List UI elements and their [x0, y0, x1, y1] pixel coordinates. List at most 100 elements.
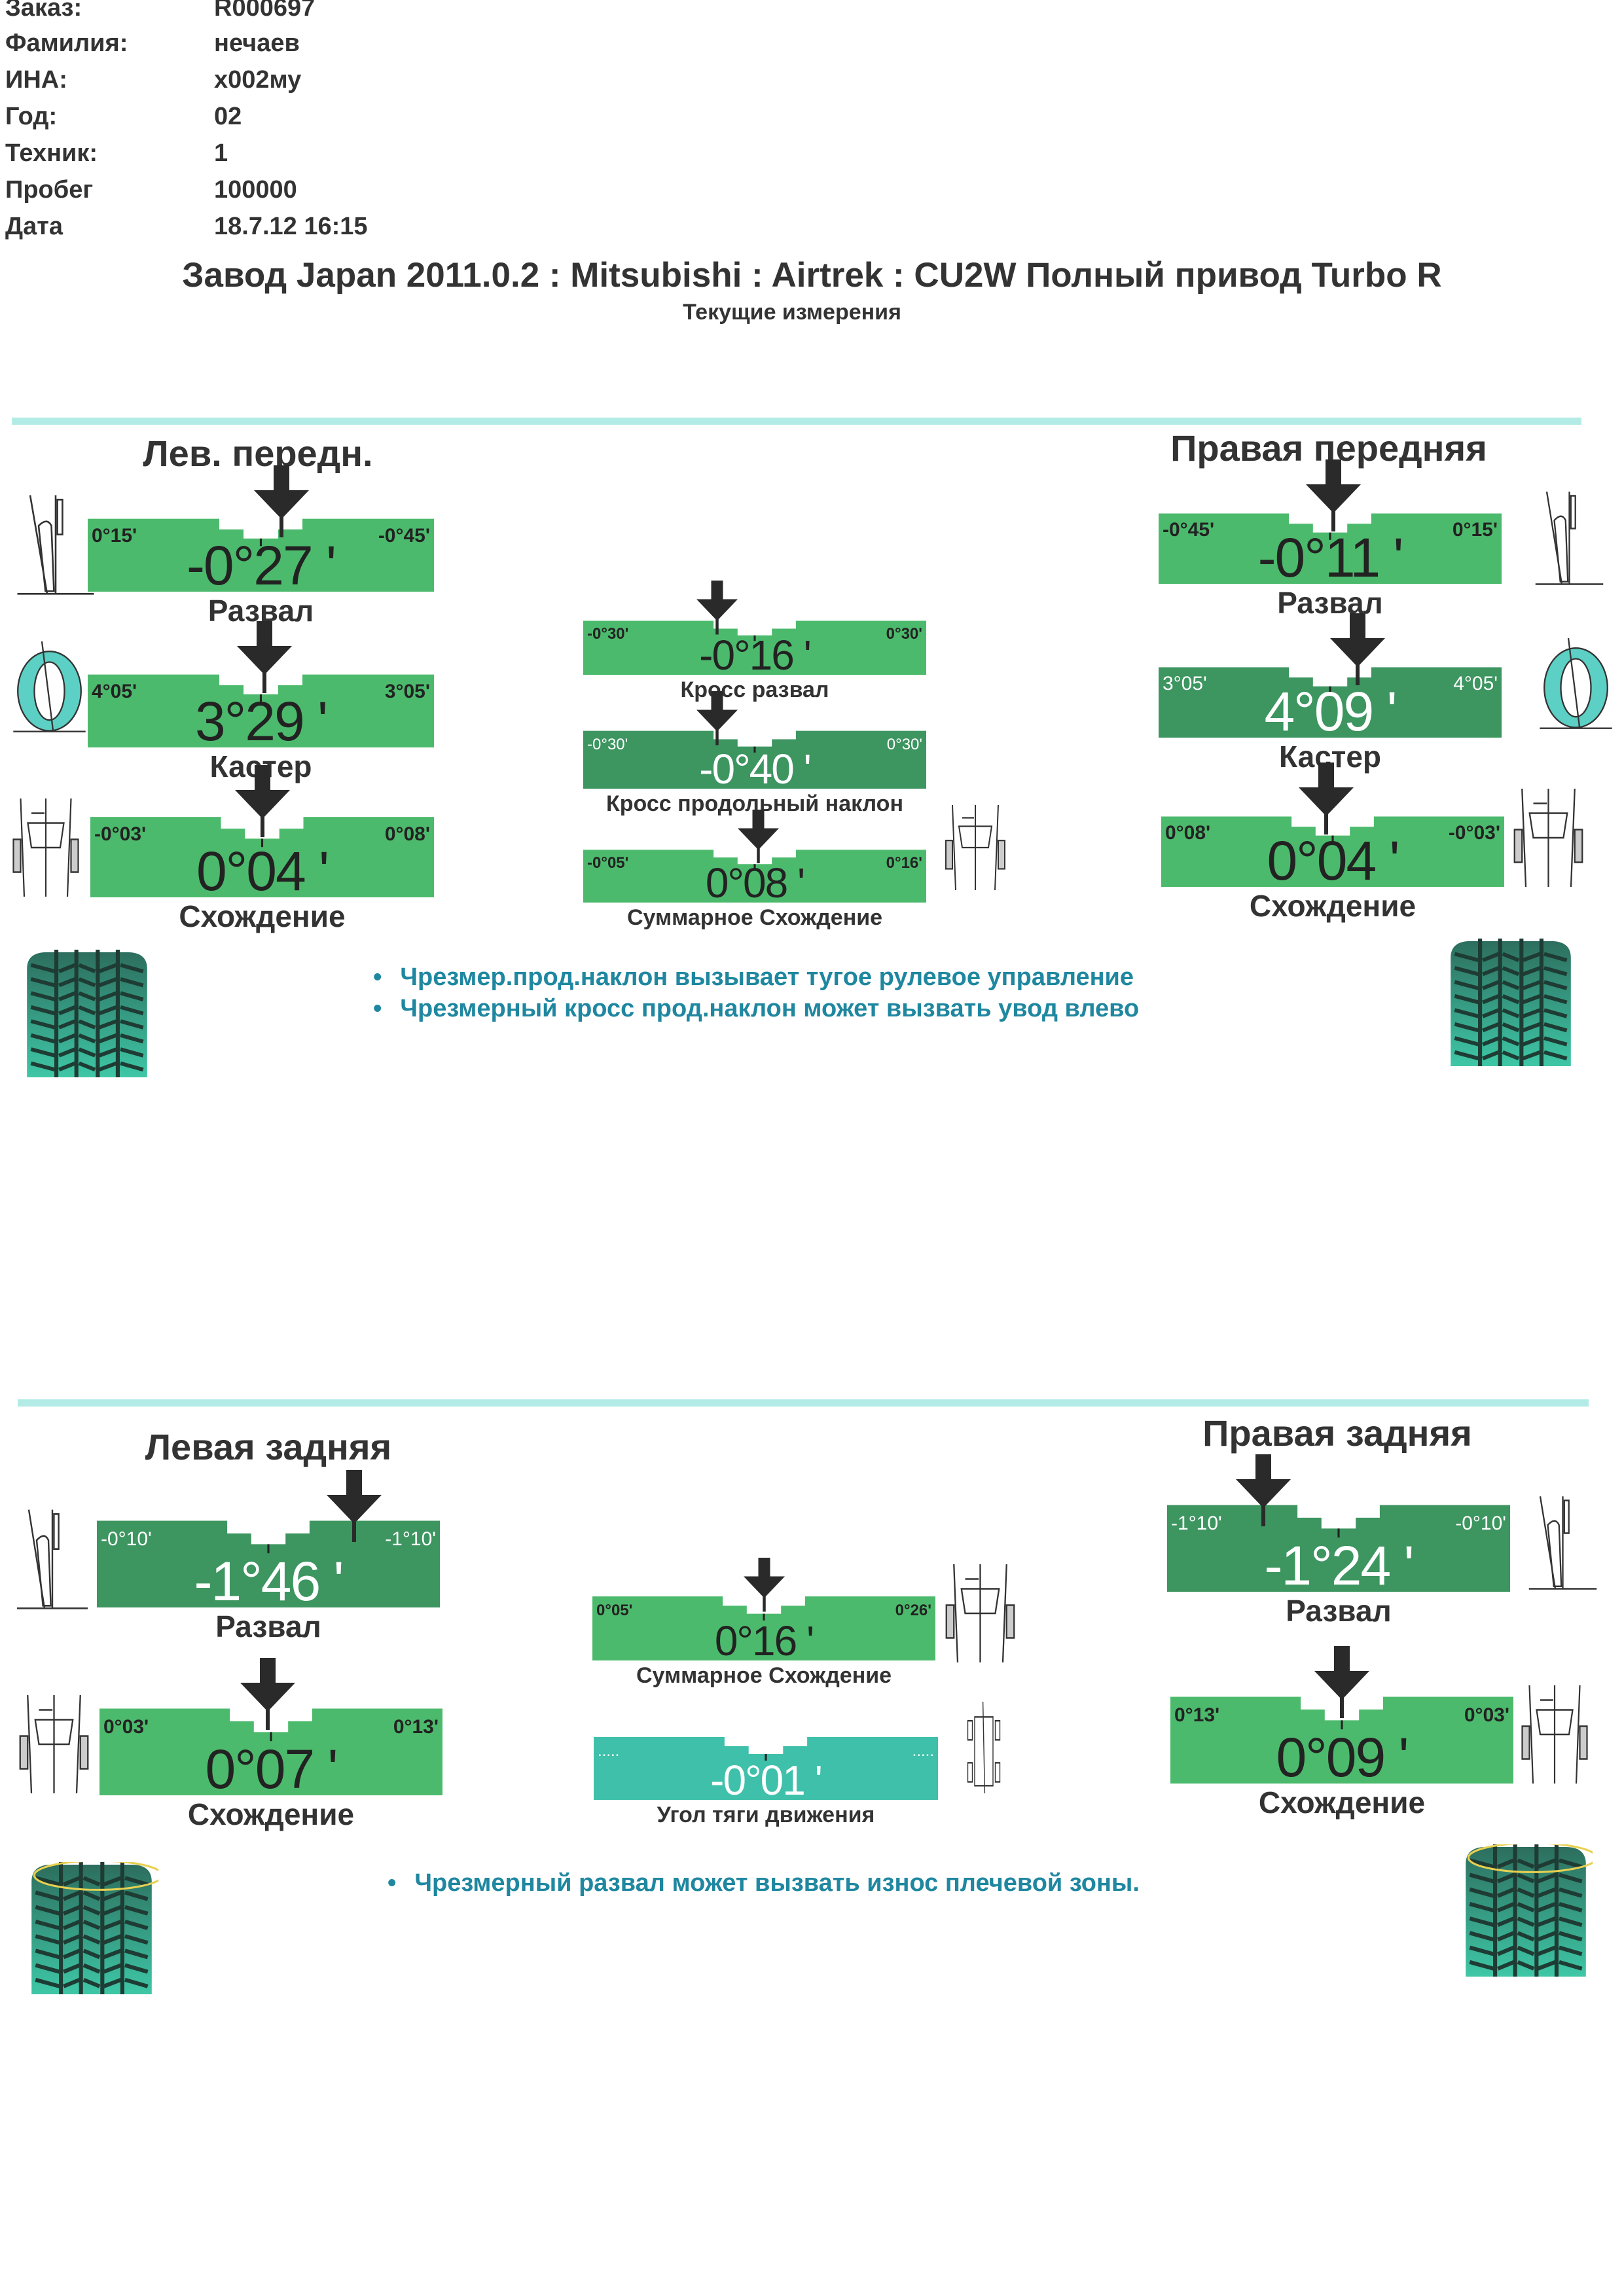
gauge-min: -1°10'	[1171, 1512, 1222, 1534]
gauge-min: 3°05'	[1163, 673, 1207, 695]
arrow-down-icon	[327, 1469, 382, 1542]
gauge-value: -0°16 '	[699, 632, 812, 679]
arrow-down-icon	[1306, 459, 1362, 532]
gauge-label: Развал	[1286, 1594, 1392, 1628]
section-divider-rear	[18, 1399, 1589, 1407]
gauge-min: 0°13'	[1174, 1704, 1220, 1726]
gauge-label: Суммарное Схождение	[626, 905, 883, 930]
gauge-max: -0°10'	[1455, 1512, 1506, 1534]
toe-diagram-icon	[12, 798, 79, 897]
gauge-value: 0°04 '	[1267, 830, 1399, 891]
gauge-label: Суммарное Схождение	[636, 1663, 892, 1688]
arrow-down-icon	[737, 809, 779, 864]
info-value: 18.7.12 16:15	[214, 213, 368, 240]
gauge-lr-camber: -0°10'-1°10'-1°46 'Развал	[97, 1469, 440, 1643]
left-rear-title: Левая задняя	[145, 1426, 392, 1467]
gauge-rf-caster: 3°05'4°05'4°09 'Кастер	[1159, 613, 1502, 774]
gauge-max: 0°30'	[886, 736, 922, 754]
tire-tread-icon	[1451, 939, 1571, 1066]
gauge-bar	[1161, 816, 1504, 887]
toe-diagram-icon	[1513, 789, 1583, 887]
gauge-value: -1°24 '	[1264, 1535, 1414, 1596]
gauge-max: -0°45'	[378, 524, 430, 547]
toe-diagram-icon	[1521, 1685, 1588, 1784]
tire-tread-icon	[27, 950, 147, 1077]
info-label: Дата	[5, 213, 63, 240]
gauge-cross-caster: -0°30'0°30'-0°40 'Кросс продольный накло…	[583, 691, 926, 816]
gauge-bar	[1170, 1696, 1513, 1784]
gauge-label: Схождение	[1249, 889, 1416, 923]
gauge-min: -0°05'	[587, 854, 629, 872]
gauge-thrust-angle: .......... -0°01 'Угол тяги движения	[594, 1734, 938, 1827]
info-value: 02	[214, 103, 242, 130]
gauge-bar	[1159, 667, 1502, 738]
gauge-bar	[583, 850, 926, 903]
gauge-min: -0°03'	[94, 823, 147, 846]
gauge-label: Развал	[215, 1609, 321, 1643]
toe-diagram-icon	[945, 805, 1005, 890]
section-divider-front	[12, 418, 1581, 425]
arrow-down-icon	[1235, 1454, 1291, 1526]
gauge-value: 0°08 '	[705, 859, 805, 906]
gauge-front-total-toe: -0°05' 0°16' 0°08 'Суммарное Схождение	[583, 809, 926, 930]
arrow-down-icon	[236, 621, 292, 694]
arrow-down-icon	[1314, 1645, 1369, 1718]
gauge-max: 0°08'	[384, 823, 430, 846]
gauge-lf-camber: 0°15'-0°45'-0°27 'Развал	[88, 465, 434, 628]
arrow-down-icon	[743, 1558, 785, 1612]
gauge-min: -0°30'	[587, 736, 628, 754]
note-front-2: Чрезмерный кросс прод.наклон может вызва…	[373, 995, 1139, 1023]
gauge-max: 3°05'	[384, 680, 430, 702]
gauge-value: -0°27 '	[186, 535, 336, 596]
arrow-down-icon	[240, 1657, 295, 1730]
gauge-label: Кросс развал	[680, 677, 829, 702]
toe-diagram-icon	[19, 1695, 89, 1793]
gauge-max: .....	[912, 1742, 934, 1760]
gauge-value: 0°09 '	[1276, 1727, 1409, 1788]
gauge-max: 0°26'	[895, 1602, 931, 1620]
gauge-max: 0°16'	[886, 854, 922, 872]
gauge-min: -0°10'	[101, 1528, 152, 1550]
gauge-max: -0°03'	[1448, 822, 1500, 844]
gauge-value: -0°11 '	[1257, 527, 1404, 588]
gauge-label: Угол тяги движения	[657, 1803, 875, 1827]
gauge-bar	[88, 674, 434, 747]
gauge-bar	[583, 730, 926, 789]
gauge-min: .....	[598, 1742, 620, 1760]
info-label: ИНА:	[5, 66, 67, 94]
gauge-max: 0°15'	[1452, 519, 1498, 541]
gauge-lf-caster: 4°05'3°05'3°29 'Кастер	[88, 621, 434, 783]
arrow-down-icon	[696, 691, 738, 745]
info-label: Заказ:	[5, 0, 82, 22]
gauge-bar	[1167, 1505, 1510, 1592]
gauge-value: 4°09 '	[1264, 681, 1397, 742]
gauge-bar	[90, 817, 434, 897]
gauge-bar	[88, 518, 434, 592]
camber-diagram-icon	[17, 495, 94, 595]
gauge-max: 0°03'	[1464, 1704, 1509, 1726]
note-rear-1: Чрезмерный развал может вызвать износ пл…	[388, 1869, 1140, 1897]
gauge-label: Схождение	[1258, 1785, 1426, 1820]
report-title: Завод Japan 2011.0.2 : Mitsubishi : Airt…	[182, 256, 1442, 295]
info-value: R000697	[214, 0, 316, 22]
gauge-rear-total-toe: 0°05'0°26'0°16 'Суммарное Схождение	[592, 1558, 935, 1688]
arrow-down-icon	[1298, 762, 1354, 835]
left-front-title: Лев. передн.	[143, 433, 373, 474]
tire-tread-icon	[31, 1862, 158, 1994]
gauge-min: -0°30'	[587, 625, 629, 643]
camber-diagram-icon	[1535, 492, 1604, 585]
gauge-value: -0°01 '	[710, 1757, 823, 1804]
gauge-lf-toe: -0°03'0°08'0°04 'Схождение	[90, 764, 434, 933]
gauge-rf-toe: 0°08'-0°03'0°04 'Схождение	[1161, 762, 1504, 923]
gauge-min: 0°03'	[103, 1715, 149, 1738]
gauge-value: 0°04 '	[196, 840, 329, 902]
info-label: Год:	[5, 103, 58, 130]
thrust-diagram-icon	[967, 1702, 1001, 1793]
gauge-value: 0°16 '	[714, 1617, 814, 1664]
arrow-down-icon	[234, 764, 290, 837]
gauge-rr-camber: -1°10' -0°10' -1°24 'Развал	[1167, 1454, 1510, 1628]
info-label: Техник:	[5, 139, 98, 167]
gauge-cross-camber: -0°30'0°30'-0°16 'Кросс развал	[583, 581, 926, 702]
arrow-down-icon	[254, 465, 310, 538]
info-label: Фамилия:	[5, 29, 128, 57]
